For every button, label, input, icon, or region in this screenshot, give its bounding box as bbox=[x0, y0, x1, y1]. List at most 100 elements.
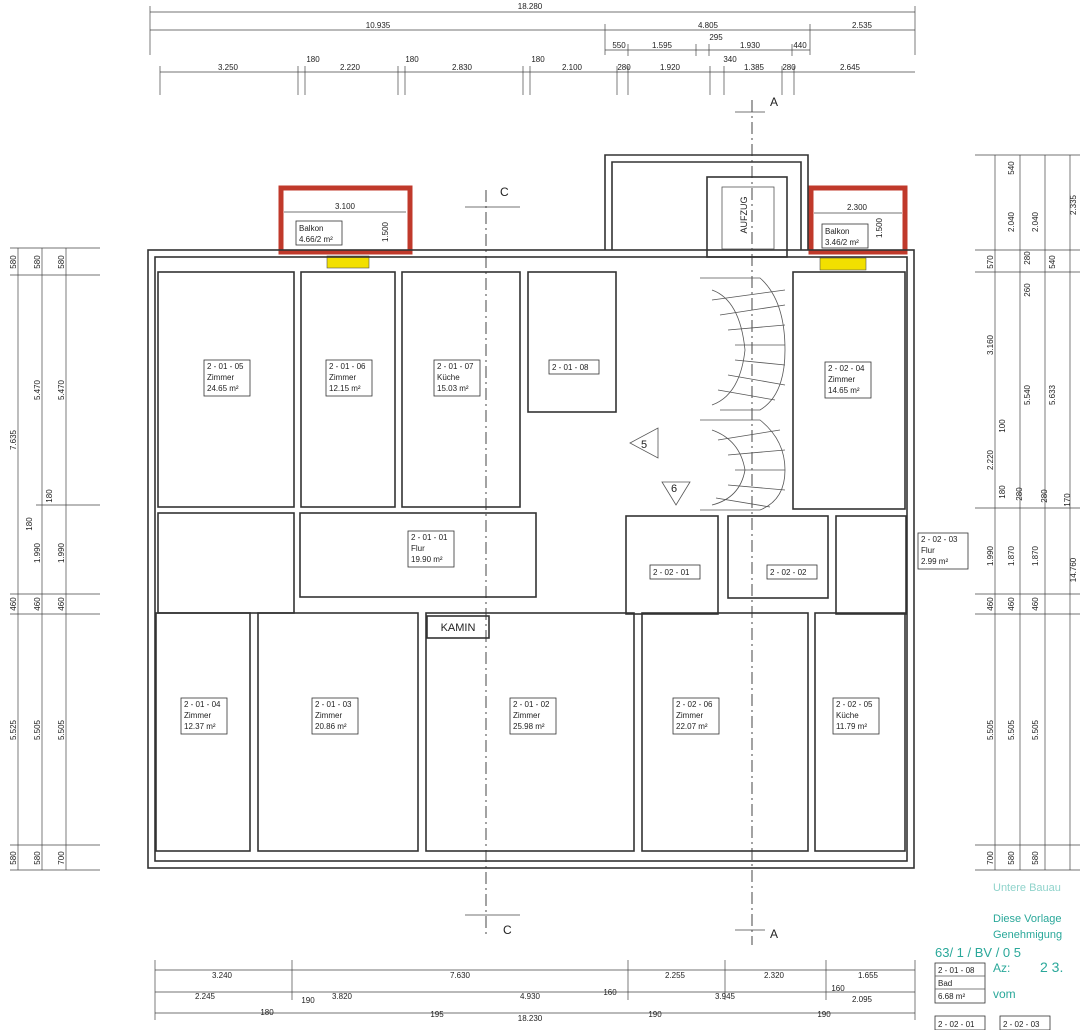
dim-right: 1.870 bbox=[1031, 545, 1040, 566]
stamp-text: Diese Vorlage bbox=[993, 913, 1062, 925]
legend-name: Bad bbox=[938, 979, 952, 988]
dim-right: 280 bbox=[1040, 489, 1049, 503]
room-name: Flur bbox=[411, 544, 425, 553]
dim-bottom: 2.245 bbox=[195, 992, 216, 1001]
dim-right: 280 bbox=[1015, 487, 1024, 501]
stamp-text: 63/ 1 / BV / 0 5 bbox=[935, 945, 1021, 960]
dim-left: 580 bbox=[9, 851, 18, 865]
legend-id: 2 - 02 - 03 bbox=[1003, 1020, 1040, 1029]
room-id: 2 - 01 - 08 bbox=[552, 363, 589, 372]
dim-right: 700 bbox=[986, 851, 995, 865]
dim-left: 700 bbox=[57, 851, 66, 865]
top-dimensions: 18.280 10.935 4.805 2.535 550 1.595 295 … bbox=[149, 2, 916, 95]
dim-top: 10.935 bbox=[366, 21, 391, 30]
dim-total-top: 18.280 bbox=[518, 2, 543, 11]
dim-top: 2.830 bbox=[452, 63, 473, 72]
dim-left: 580 bbox=[9, 255, 18, 269]
dim-bottom: 1.655 bbox=[858, 971, 879, 980]
room-label: 2 - 02 - 01 bbox=[649, 564, 701, 580]
balcony-name: Balkon bbox=[825, 227, 849, 236]
room-area: 22.07 m² bbox=[676, 722, 708, 731]
room-name: Zimmer bbox=[676, 711, 703, 720]
room-area: 24.65 m² bbox=[207, 384, 239, 393]
room-area: 19.90 m² bbox=[411, 555, 443, 564]
dim-bottom: 190 bbox=[648, 1010, 662, 1019]
dim-bottom: 2.095 bbox=[852, 995, 873, 1004]
dim-right: 5.505 bbox=[1031, 719, 1040, 740]
legend-id: 2 - 02 - 01 bbox=[938, 1020, 975, 1029]
window-highlight bbox=[326, 255, 370, 269]
dim-bottom: 180 bbox=[260, 1008, 274, 1017]
dim-right: 3.160 bbox=[986, 334, 995, 355]
room-label: 2 - 02 - 04 Zimmer 14.65 m² bbox=[824, 361, 872, 399]
room-id: 2 - 01 - 04 bbox=[184, 700, 221, 709]
room-id: 2 - 01 - 05 bbox=[207, 362, 244, 371]
stamp-text: Untere Bauau bbox=[993, 882, 1061, 894]
room-id: 2 - 02 - 05 bbox=[836, 700, 873, 709]
room-id: 2 - 01 - 02 bbox=[513, 700, 550, 709]
balconies: 3.100 2.300 1.500 1.500 Balkon 4.66/2 m²… bbox=[278, 185, 908, 271]
room-label: 2 - 01 - 08 bbox=[548, 359, 600, 375]
dim-top: 3.250 bbox=[218, 63, 239, 72]
room-label: 2 - 01 - 05 Zimmer 24.65 m² bbox=[203, 359, 251, 397]
left-dimensions: 580 580 580 7.635 5.470 5.470 180 180 1.… bbox=[9, 247, 100, 871]
dim-top: 180 bbox=[531, 55, 545, 64]
room-label: 2 - 02 - 03 Flur 2.99 m² bbox=[917, 532, 969, 570]
stair-number-5: 5 bbox=[641, 439, 647, 451]
dim-top: 280 bbox=[617, 63, 631, 72]
dim-right: 170 bbox=[1063, 493, 1072, 507]
section-c-label-bottom: C bbox=[503, 923, 512, 937]
dim-top: 340 bbox=[723, 55, 737, 64]
dim-right: 5.633 bbox=[1048, 384, 1057, 405]
dim-right: 460 bbox=[1031, 597, 1040, 611]
dim-bottom: 18.230 bbox=[518, 1014, 543, 1023]
dim-left: 580 bbox=[57, 255, 66, 269]
room-id: 2 - 01 - 07 bbox=[437, 362, 474, 371]
dim-right: 1.990 bbox=[986, 545, 995, 566]
dim-left: 180 bbox=[45, 489, 54, 503]
dim-right: 260 bbox=[1023, 283, 1032, 297]
balcony-depth: 1.500 bbox=[381, 221, 390, 242]
room-label: 2 - 01 - 02 Zimmer 25.98 m² bbox=[509, 697, 557, 735]
balcony-name: Balkon bbox=[299, 224, 323, 233]
dim-right: 14.760 bbox=[1069, 557, 1078, 582]
room-name: Zimmer bbox=[207, 373, 234, 382]
dim-left: 180 bbox=[25, 517, 34, 531]
dim-right: 1.870 bbox=[1007, 545, 1016, 566]
balcony-width: 2.300 bbox=[847, 203, 868, 212]
kamin-label: KAMIN bbox=[441, 622, 476, 634]
dim-top: 4.805 bbox=[698, 21, 719, 30]
dim-left: 5.505 bbox=[33, 719, 42, 740]
dim-left: 1.990 bbox=[57, 542, 66, 563]
dim-right: 570 bbox=[986, 255, 995, 269]
dim-top: 1.920 bbox=[660, 63, 681, 72]
balcony-area: 4.66/2 m² bbox=[299, 235, 333, 244]
right-dimensions: 540 2.040 2.040 2.335 570 280 260 540 3.… bbox=[975, 154, 1080, 871]
balcony-left bbox=[278, 185, 413, 255]
room-name: Küche bbox=[437, 373, 460, 382]
approval-stamp: Untere Bauau Diese Vorlage Genehmigung 6… bbox=[935, 882, 1063, 1001]
room-id: 2 - 02 - 06 bbox=[676, 700, 713, 709]
stair-number-6: 6 bbox=[671, 483, 677, 495]
room-name: Zimmer bbox=[315, 711, 342, 720]
walls bbox=[147, 154, 915, 869]
room-id: 2 - 02 - 04 bbox=[828, 364, 865, 373]
staircase bbox=[629, 277, 786, 511]
room-name: Zimmer bbox=[828, 375, 855, 384]
room-label: 2 - 01 - 04 Zimmer 12.37 m² bbox=[180, 697, 228, 735]
dim-right: 2.040 bbox=[1007, 211, 1016, 232]
dim-bottom: 2.320 bbox=[764, 971, 785, 980]
balcony-depth: 1.500 bbox=[875, 217, 884, 238]
dim-left: 460 bbox=[33, 597, 42, 611]
dim-bottom: 7.630 bbox=[450, 971, 471, 980]
dim-bottom: 190 bbox=[301, 996, 315, 1005]
dim-top: 2.645 bbox=[840, 63, 861, 72]
section-c-label-top: C bbox=[500, 185, 509, 199]
room-label: 2 - 01 - 06 Zimmer 12.15 m² bbox=[325, 359, 373, 397]
dim-right: 5.540 bbox=[1023, 384, 1032, 405]
dim-bottom: 2.255 bbox=[665, 971, 686, 980]
dim-right: 2.220 bbox=[986, 449, 995, 470]
dim-right: 460 bbox=[1007, 597, 1016, 611]
room-name: Zimmer bbox=[184, 711, 211, 720]
dim-bottom: 190 bbox=[817, 1010, 831, 1019]
